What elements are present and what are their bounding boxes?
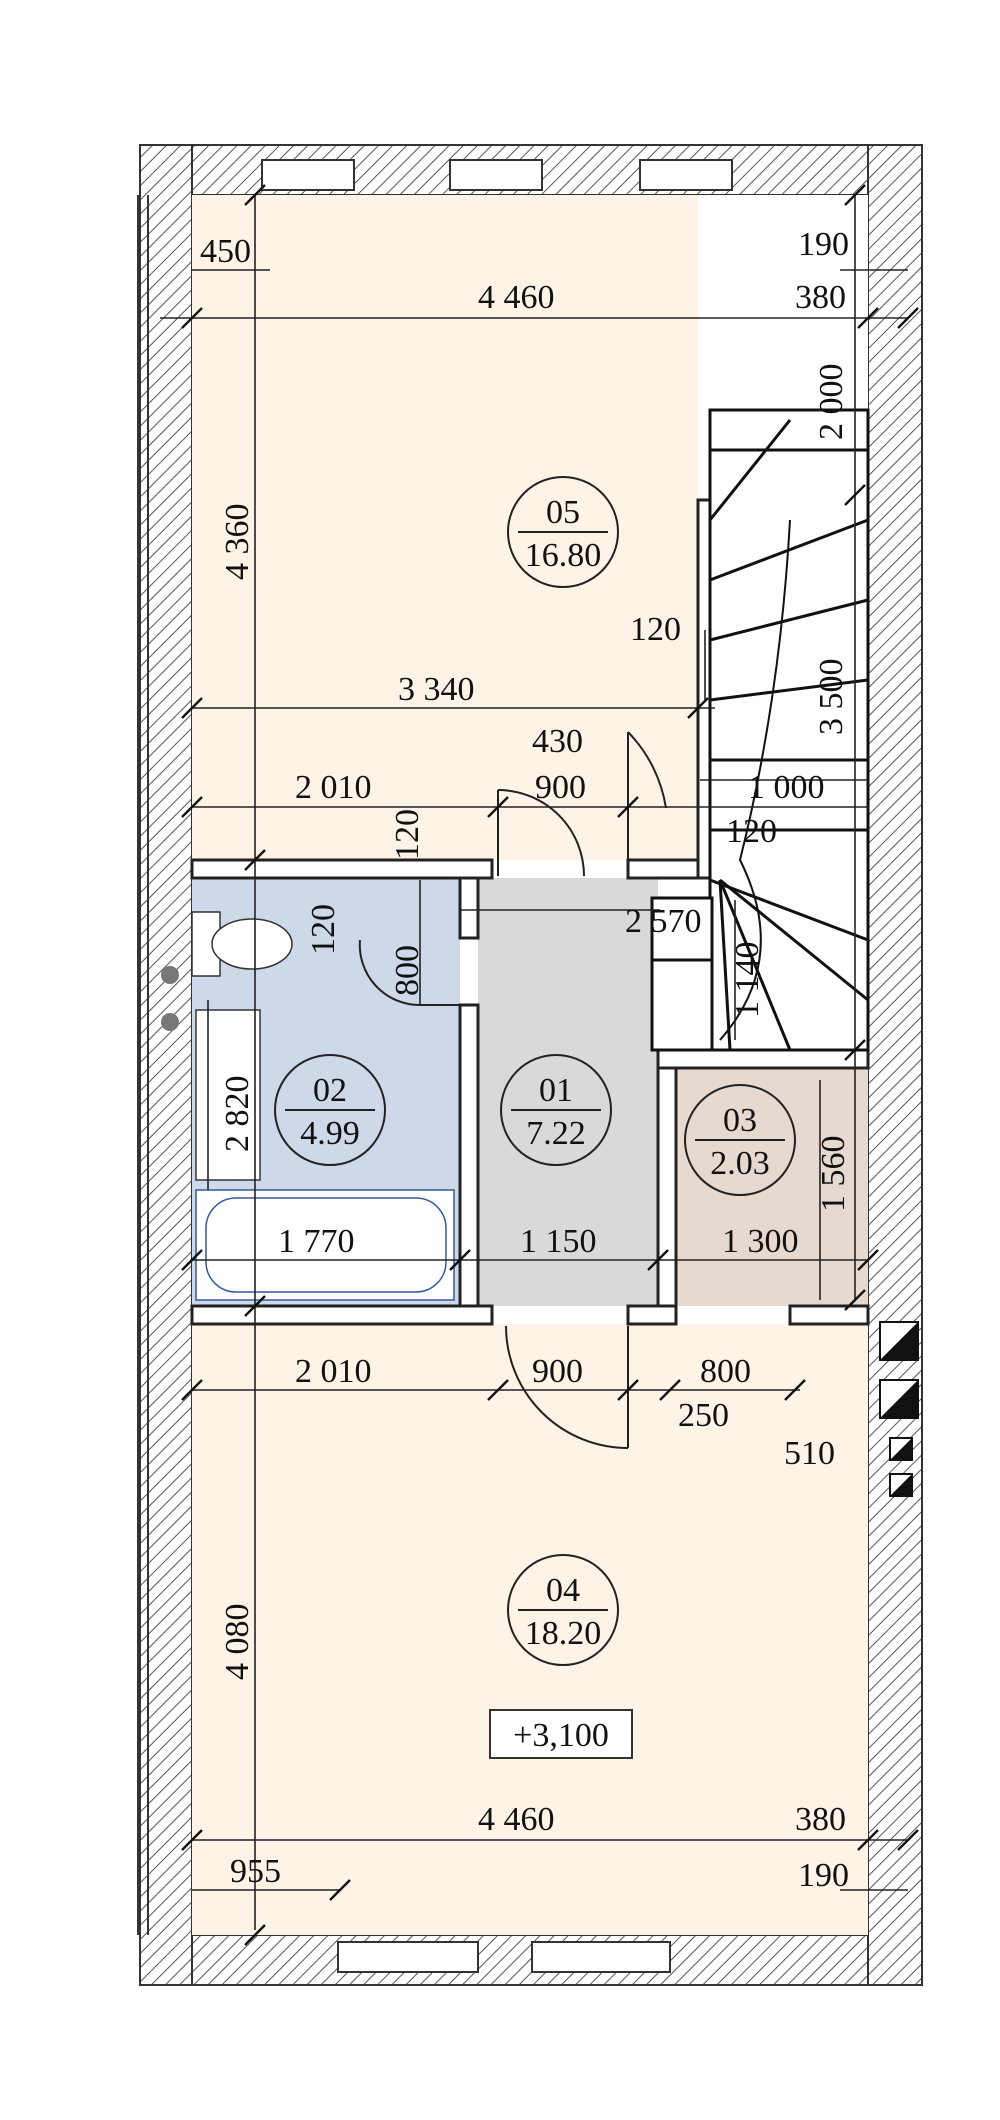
vent-ducts: [879, 1321, 919, 1497]
room-03-number: 03: [723, 1102, 757, 1139]
exterior-walls: [139, 144, 923, 1986]
dim-2000: 2 000: [813, 364, 850, 441]
dimension-labels: 450 190 4 460 380 2 000 4 360 120 3 500 …: [200, 226, 852, 1894]
sink: [195, 1009, 261, 1181]
room-01-area: 7.22: [526, 1115, 586, 1152]
dim-120-wall: 120: [389, 809, 426, 860]
dim-380-top: 380: [795, 279, 846, 316]
room-label-02: 02 4.99: [274, 1054, 386, 1166]
dim-190-top: 190: [798, 226, 849, 263]
dim-900-bot: 900: [532, 1353, 583, 1390]
dim-1000: 1 000: [748, 769, 825, 806]
room-03-fill: [676, 1068, 868, 1306]
bathtub-inner: [205, 1197, 447, 1293]
room-label-03: 03 2.03: [684, 1084, 796, 1196]
dim-3340: 3 340: [398, 671, 475, 708]
room-01-number: 01: [539, 1072, 573, 1109]
dim-1300: 1 300: [722, 1223, 799, 1260]
room-label-05: 05 16.80: [507, 476, 619, 588]
elevation-value: +3,100: [513, 1717, 609, 1754]
dim-2820: 2 820: [219, 1076, 256, 1153]
dim-4460-bot: 4 460: [478, 1801, 555, 1838]
doors: [358, 731, 667, 1449]
room-05-fill: [192, 195, 698, 860]
room-03-area: 2.03: [710, 1145, 770, 1182]
room-label-01: 01 7.22: [500, 1054, 612, 1166]
dim-800-bath: 800: [389, 945, 426, 996]
room-01-fill: [478, 878, 658, 1306]
dim-510: 510: [784, 1435, 835, 1472]
dim-900-top: 900: [535, 769, 586, 806]
dim-4080: 4 080: [219, 1604, 256, 1681]
dim-430: 430: [532, 723, 583, 760]
dim-3500: 3 500: [813, 659, 850, 736]
room-04-number: 04: [546, 1572, 580, 1609]
room-02-area: 4.99: [300, 1115, 360, 1152]
dim-2010-bot: 2 010: [295, 1353, 372, 1390]
room-label-04: 04 18.20: [507, 1554, 619, 1666]
dim-2570: 2 570: [625, 903, 702, 940]
dim-1560: 1 560: [815, 1136, 852, 1213]
room-04-fill: [192, 1324, 868, 1935]
room-05-area: 16.80: [525, 537, 602, 574]
dim-120-step: 120: [726, 813, 777, 850]
dim-250: 250: [678, 1397, 729, 1434]
dim-2010-top: 2 010: [295, 769, 372, 806]
dim-120-bath: 120: [305, 904, 342, 955]
dimension-lines: [160, 184, 919, 1946]
dim-1770: 1 770: [278, 1223, 355, 1260]
dim-190-bot: 190: [798, 1857, 849, 1894]
dim-380-bot: 380: [795, 1801, 846, 1838]
dim-800-bot: 800: [700, 1353, 751, 1390]
windows: [137, 159, 733, 1973]
dim-955: 955: [230, 1853, 281, 1890]
dim-1150: 1 150: [520, 1223, 597, 1260]
room-02-number: 02: [313, 1072, 347, 1109]
dim-4460-top: 4 460: [478, 279, 555, 316]
dim-4360: 4 360: [219, 504, 256, 581]
room-05-number: 05: [546, 494, 580, 531]
toilet-bowl: [211, 918, 293, 970]
room-04-area: 18.20: [525, 1615, 602, 1652]
interior-walls: [190, 498, 870, 1326]
bath-fixtures: [161, 911, 455, 1301]
dim-450: 450: [200, 233, 251, 270]
dim-120-stair: 120: [630, 611, 681, 648]
dim-1140: 1 140: [729, 942, 766, 1019]
elevation-mark: +3,100: [489, 1709, 633, 1759]
staircase: [650, 408, 870, 1052]
